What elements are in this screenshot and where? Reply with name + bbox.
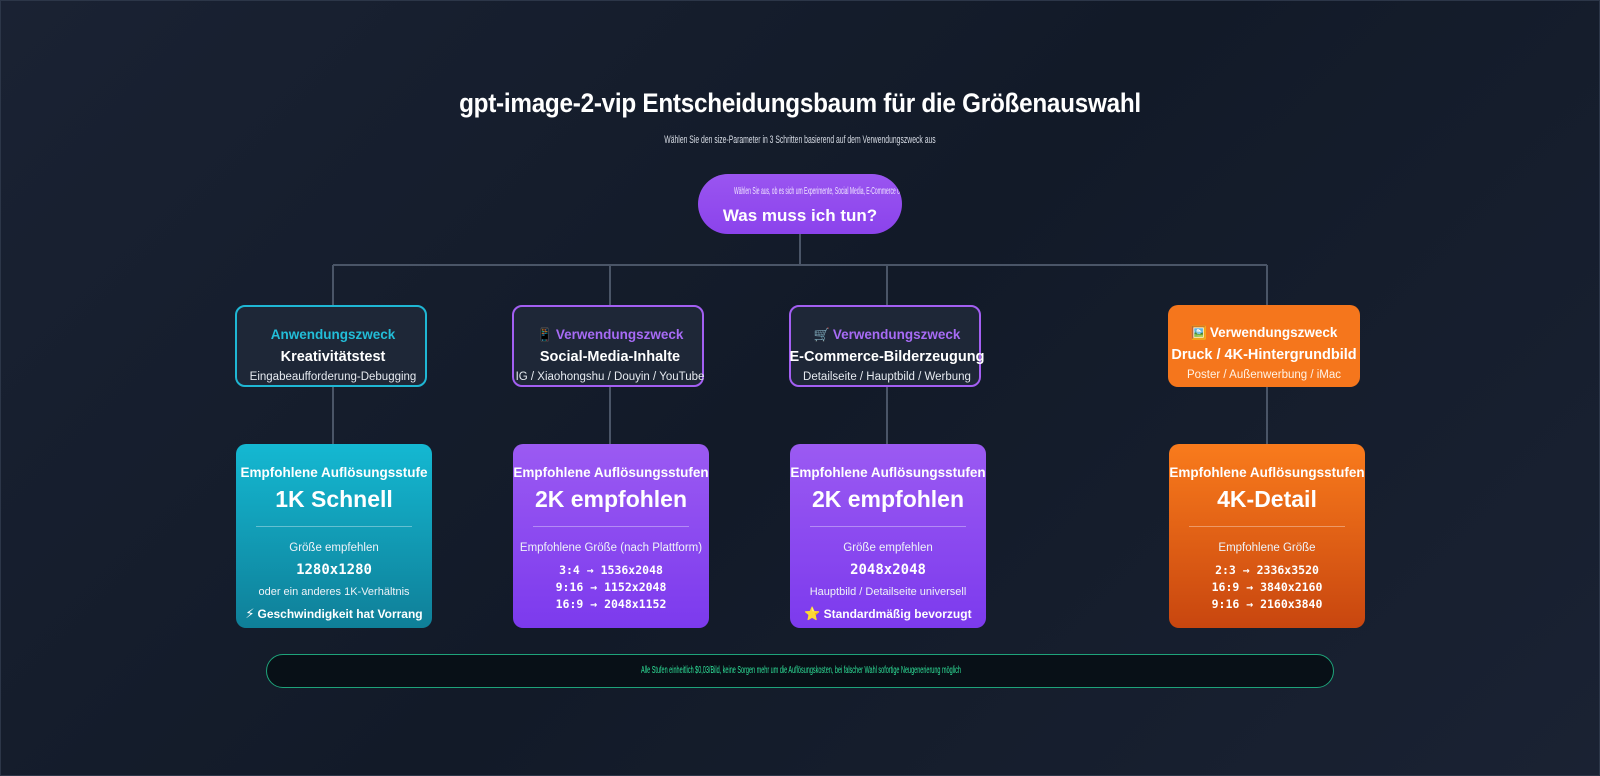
result-perk: ⚡Geschwindigkeit hat Vorrang [245, 606, 423, 621]
use-case-sub: Eingabeaufforderung-Debugging [249, 371, 417, 383]
use-case-tag: 🛒Verwendungszweck [813, 327, 961, 342]
result-tier: 2K empfohlen [811, 486, 965, 512]
use-case-name: Kreativitätstest [280, 349, 386, 365]
result-divider [1189, 526, 1345, 527]
result-size: 2048x2048 [850, 562, 926, 578]
result-size-label: Empfohlene Größe [1218, 542, 1316, 554]
page-title: gpt-image-2-vip Entscheidungsbaum für di… [459, 88, 1141, 118]
result-label: Empfohlene Auflösungsstufen [1169, 465, 1365, 480]
result-size-item: 2:3 → 2336x3520 [1215, 563, 1319, 577]
result-size-item: 9:16 → 1152x2048 [555, 580, 667, 594]
result-perk: ⭐Standardmäßig bevorzugt [804, 606, 972, 621]
result-note: oder ein anderes 1K-Verhältnis [258, 586, 410, 598]
star-icon: ⭐ [804, 606, 821, 621]
result-size: 1280x1280 [296, 562, 372, 578]
result-1k-fast: Empfohlene Auflösungsstufe 1K Schnell Gr… [236, 444, 432, 628]
footer-banner: Alle Stufen einheitlich $0,03/Bild, kein… [266, 654, 1334, 688]
use-case-tag: Anwendungszweck [270, 327, 396, 342]
result-divider [533, 526, 689, 527]
lightning-icon: ⚡ [245, 606, 255, 621]
result-size-item: 3:4 → 1536x2048 [559, 563, 663, 577]
result-size-list: 3:4 → 1536x2048 9:16 → 1152x2048 16:9 → … [513, 562, 709, 613]
result-2k-social: Empfohlene Auflösungsstufen 2K empfohlen… [513, 444, 709, 628]
result-label: Empfohlene Auflösungsstufe [240, 465, 428, 480]
use-case-name: Druck / 4K-Hintergrundbild [1171, 347, 1357, 363]
footer-text: Alle Stufen einheitlich $0,03/Bild, kein… [641, 665, 961, 676]
result-size-item: 16:9 → 3840x2160 [1211, 580, 1323, 594]
result-size-list: 2:3 → 2336x3520 16:9 → 3840x2160 9:16 → … [1169, 562, 1365, 613]
use-case-creative-test: Anwendungszweck Kreativitätstest Eingabe… [235, 305, 427, 387]
page-subtitle: Wählen Sie den size-Parameter in 3 Schri… [664, 134, 936, 146]
use-case-tag: 🖼️Verwendungszweck [1190, 325, 1338, 340]
root-node-note: Wählen Sie aus, ob es sich um Experiment… [734, 186, 902, 197]
root-node-question: Was muss ich tun? [722, 206, 878, 225]
root-decision-node: Wählen Sie aus, ob es sich um Experiment… [698, 174, 902, 234]
use-case-sub: Detailseite / Hauptbild / Werbung [803, 371, 971, 383]
result-size-label: Empfohlene Größe (nach Plattform) [519, 542, 703, 554]
shopping-cart-icon: 🛒 [813, 327, 830, 342]
use-case-sub: IG / Xiaohongshu / Douyin / YouTube [515, 371, 705, 383]
mobile-phone-icon: 📱 [536, 327, 553, 342]
result-divider [810, 526, 966, 527]
result-tier: 2K empfohlen [534, 486, 688, 512]
use-case-name: E-Commerce-Bilderzeugung [789, 349, 985, 365]
framed-picture-icon: 🖼️ [1190, 325, 1207, 340]
use-case-name: Social-Media-Inhalte [539, 349, 681, 365]
result-size-label: Größe empfehlen [289, 542, 379, 554]
result-2k-ecommerce: Empfohlene Auflösungsstufen 2K empfohlen… [790, 444, 986, 628]
result-label: Empfohlene Auflösungsstufen [790, 465, 986, 480]
use-case-ecommerce: 🛒Verwendungszweck E-Commerce-Bilderzeugu… [789, 305, 984, 387]
result-size-item: 9:16 → 2160x3840 [1211, 597, 1323, 611]
result-size-item: 16:9 → 2048x1152 [555, 597, 667, 611]
result-tier: 1K Schnell [275, 486, 393, 512]
result-size-label: Größe empfehlen [843, 542, 933, 554]
use-case-print-4k: 🖼️Verwendungszweck Druck / 4K-Hintergrun… [1168, 305, 1360, 387]
result-note: Hauptbild / Detailseite universell [809, 586, 967, 598]
use-case-social-media: 📱Verwendungszweck Social-Media-Inhalte I… [512, 305, 704, 387]
result-divider [256, 526, 412, 527]
use-case-sub: Poster / Außenwerbung / iMac [1186, 369, 1342, 381]
result-label: Empfohlene Auflösungsstufen [513, 465, 709, 480]
use-case-tag: 📱Verwendungszweck [536, 327, 684, 342]
result-tier: 4K-Detail [1217, 486, 1317, 512]
result-4k-detail: Empfohlene Auflösungsstufen 4K-Detail Em… [1169, 444, 1365, 628]
